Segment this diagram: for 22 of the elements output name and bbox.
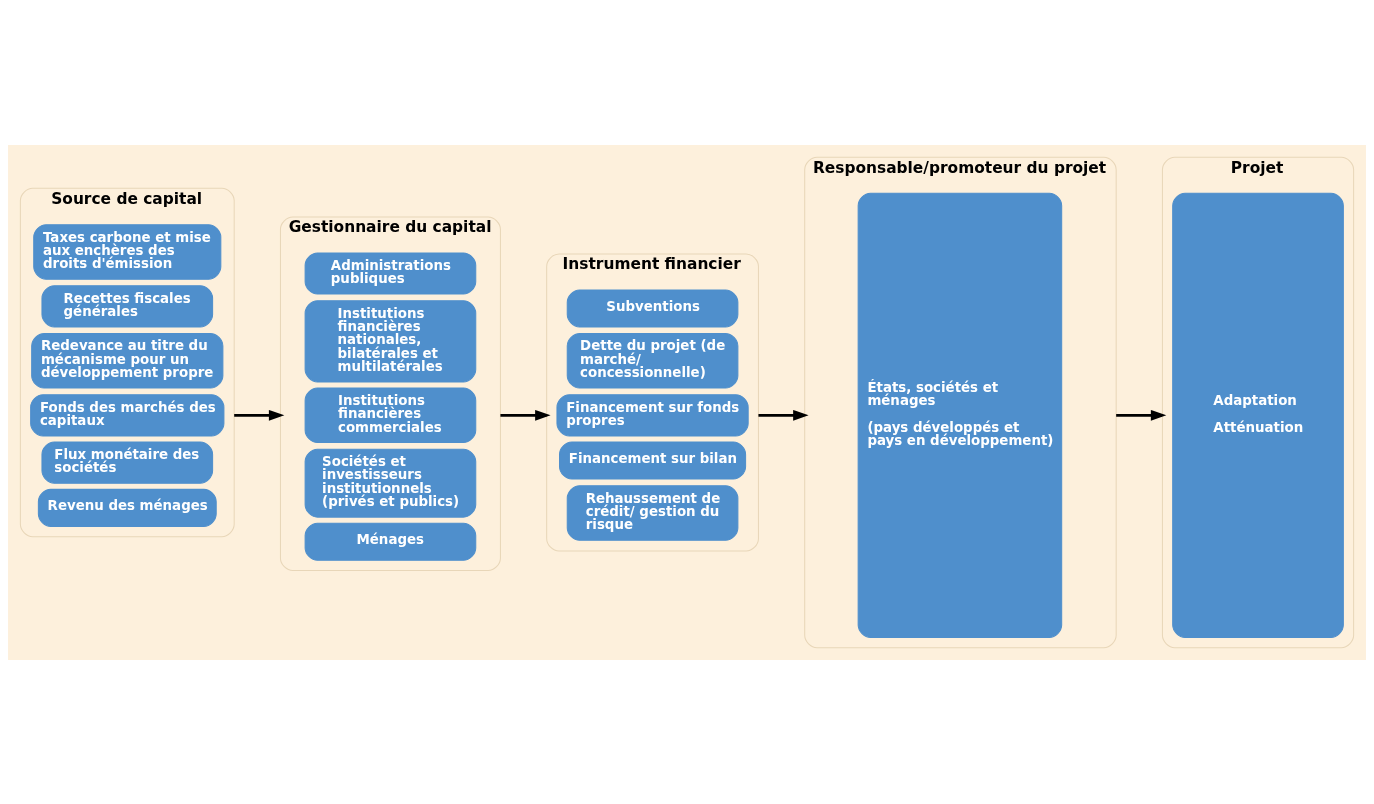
- node-box: Financement sur fonds propres: [556, 393, 749, 436]
- node-box: Flux monétaire des sociétés: [41, 441, 214, 484]
- arrow: [758, 409, 809, 421]
- node-box: Adaptation Atténuation: [1172, 192, 1344, 638]
- node-box: Fonds des marchés des capitaux: [30, 393, 225, 436]
- node-box: Institutions financières nationales, bilatérales et multilatérales: [304, 299, 477, 382]
- node-box: Administrations publiques: [304, 251, 477, 295]
- node-box: Redevance au titre du mécanisme pour un développement propre: [31, 332, 224, 389]
- node-box: Recettes fiscales générales: [41, 284, 214, 327]
- node-box: Sociétés et investisseurs institutionnels (privés et publics): [304, 448, 477, 518]
- node-box: Ménages: [304, 522, 477, 561]
- node-box: Institutions financières commerciales: [304, 387, 477, 443]
- node-box: Dette du projet (de marché/ concessionnelle): [566, 332, 739, 389]
- node-box: Rehaussement de crédit/ gestion du risque: [566, 484, 739, 541]
- arrow: [500, 409, 551, 421]
- arrow: [234, 409, 285, 421]
- node-box: États, sociétés et ménages (pays développés et pays en développement): [857, 192, 1063, 638]
- node-box: Taxes carbone et mise aux enchères des droits d'émission: [33, 223, 222, 280]
- node-box: Revenu des ménages: [37, 488, 217, 527]
- arrow: [1116, 409, 1167, 421]
- node-box: Subventions: [566, 288, 739, 327]
- node-box: Financement sur bilan: [559, 441, 747, 480]
